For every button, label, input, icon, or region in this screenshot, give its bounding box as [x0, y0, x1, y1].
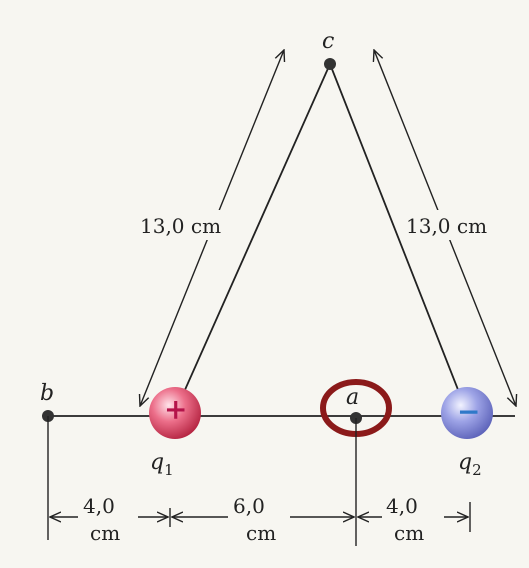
left-label-gap	[138, 210, 244, 240]
gap-b-q1	[78, 502, 138, 532]
distance-q1-a-value: 6,0	[233, 494, 265, 518]
right-label-gap	[404, 210, 510, 240]
point-c-label: c	[322, 29, 334, 54]
gap-q1-a	[228, 502, 290, 532]
charge-q1-label: q1	[150, 450, 174, 479]
charge-q2-sign: −	[457, 395, 480, 428]
distance-a-q2-unit: cm	[394, 521, 424, 545]
point-b-label: b	[40, 381, 54, 406]
distance-b-q1-value: 4,0	[83, 494, 115, 518]
charge-q1-sphere	[149, 387, 201, 439]
right-side-length-label: 13,0 cm	[406, 214, 487, 238]
gap-a-q2	[382, 502, 444, 532]
distance-q1-a-unit: cm	[246, 521, 276, 545]
charge-q1-sign: +	[164, 393, 187, 426]
left-side-length-label: 13,0 cm	[140, 214, 221, 238]
distance-a-q2-value: 4,0	[386, 494, 418, 518]
charge-q2-label: q2	[458, 450, 482, 479]
distance-b-q1-unit: cm	[90, 521, 120, 545]
point-a-label: a	[346, 385, 359, 410]
charge-q2-sphere	[441, 387, 493, 439]
point-c-dot	[324, 58, 336, 70]
